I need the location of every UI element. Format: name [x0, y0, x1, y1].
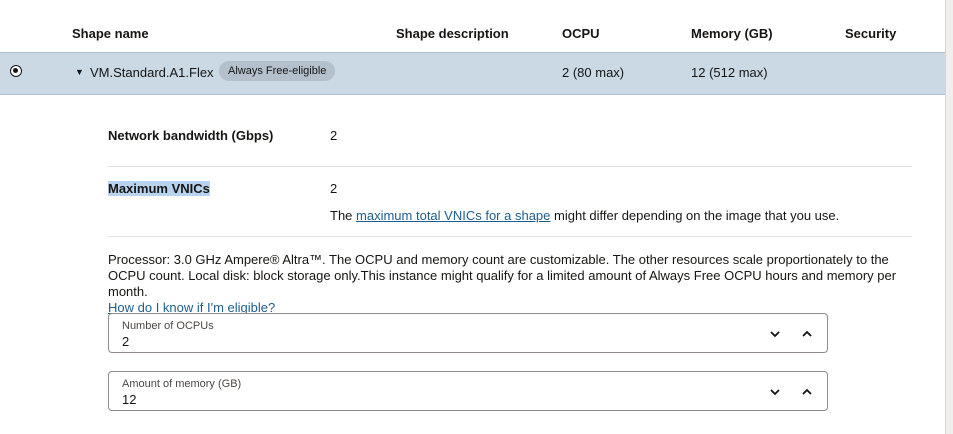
ocpu-count-value[interactable]: 2	[122, 334, 130, 349]
caret-down-icon[interactable]: ▼	[75, 67, 84, 77]
radio-selected-icon[interactable]	[10, 65, 22, 77]
chevron-up-icon[interactable]	[801, 328, 813, 340]
memory-amount-stepper[interactable]: Amount of memory (GB) 12	[108, 371, 828, 411]
max-vnics-value: 2	[330, 181, 338, 196]
column-header-security[interactable]: Security	[845, 26, 897, 41]
vnic-note-prefix: The	[330, 208, 353, 223]
memory-amount-value[interactable]: 12	[122, 392, 137, 407]
max-vnics-link[interactable]: maximum total VNICs for a shape	[356, 208, 551, 223]
always-free-badge: Always Free-eligible	[219, 61, 336, 81]
processor-description: Processor: 3.0 GHz Ampere® Altra™. The O…	[108, 252, 920, 316]
shape-name-cell: VM.Standard.A1.Flex	[90, 65, 214, 80]
column-header-shape-description[interactable]: Shape description	[396, 26, 509, 41]
details-divider	[108, 166, 912, 167]
network-bandwidth-value: 2	[330, 128, 338, 143]
details-divider	[108, 236, 912, 237]
vnic-note: The maximum total VNICs for a shape migh…	[330, 208, 839, 223]
column-header-shape-name[interactable]: Shape name	[72, 26, 149, 41]
network-bandwidth-label: Network bandwidth (Gbps)	[108, 128, 274, 143]
chevron-down-icon[interactable]	[769, 328, 781, 340]
vnic-note-suffix: might differ depending on the image that…	[554, 208, 840, 223]
max-vnics-label: Maximum VNICs	[108, 181, 210, 196]
processor-text: Processor: 3.0 GHz Ampere® Altra™. The O…	[108, 252, 897, 299]
chevron-down-icon[interactable]	[769, 386, 781, 398]
column-header-ocpu[interactable]: OCPU	[562, 26, 600, 41]
chevron-up-icon[interactable]	[801, 386, 813, 398]
eligibility-link[interactable]: How do I know if I'm eligible?	[108, 300, 276, 315]
memory-amount-label: Amount of memory (GB)	[122, 378, 242, 390]
memory-cell: 12 (512 max)	[691, 65, 768, 80]
ocpu-cell: 2 (80 max)	[562, 65, 625, 80]
table-header: Shape name Shape description OCPU Memory…	[0, 0, 945, 52]
ocpu-count-stepper[interactable]: Number of OCPUs 2	[108, 313, 828, 353]
table-row-selected[interactable]: ▼ VM.Standard.A1.Flex Always Free-eligib…	[0, 52, 945, 95]
column-header-memory[interactable]: Memory (GB)	[691, 26, 773, 41]
ocpu-count-label: Number of OCPUs	[122, 320, 214, 332]
